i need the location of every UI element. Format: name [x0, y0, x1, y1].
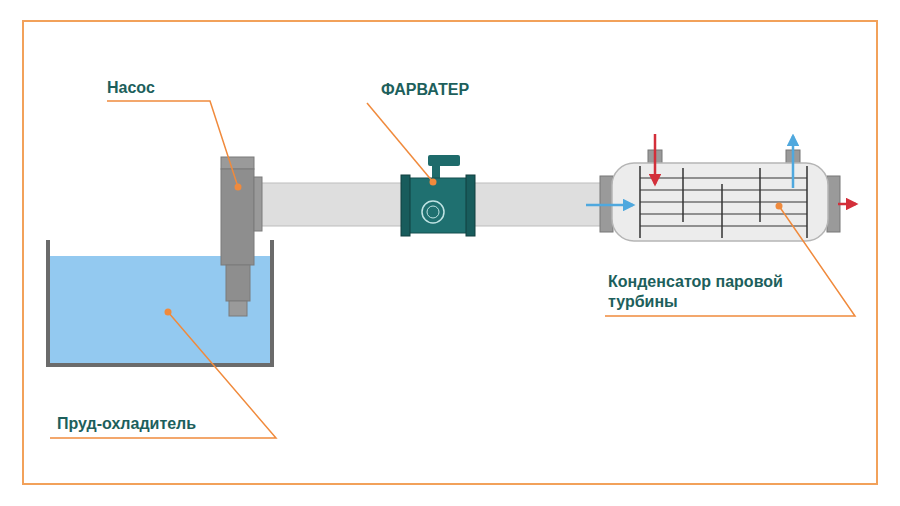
pump-label: Насос	[107, 78, 155, 98]
flowmeter	[401, 155, 475, 236]
condenser-label: Конденсатор паровой турбины	[608, 272, 813, 312]
water-in-arrow	[586, 204, 633, 207]
flowmeter-label: ФАРВАТЕР	[381, 80, 469, 100]
steam-in-arrow	[654, 134, 657, 184]
water-out-arrow	[792, 136, 795, 188]
leader-lines	[50, 101, 855, 438]
pump	[221, 157, 262, 316]
pond-label: Пруд-охладитель	[57, 414, 196, 434]
steam-turbine-condenser	[600, 150, 840, 241]
frame	[23, 21, 877, 484]
condensate-out-arrow	[838, 203, 856, 206]
leader-dots	[165, 179, 783, 316]
